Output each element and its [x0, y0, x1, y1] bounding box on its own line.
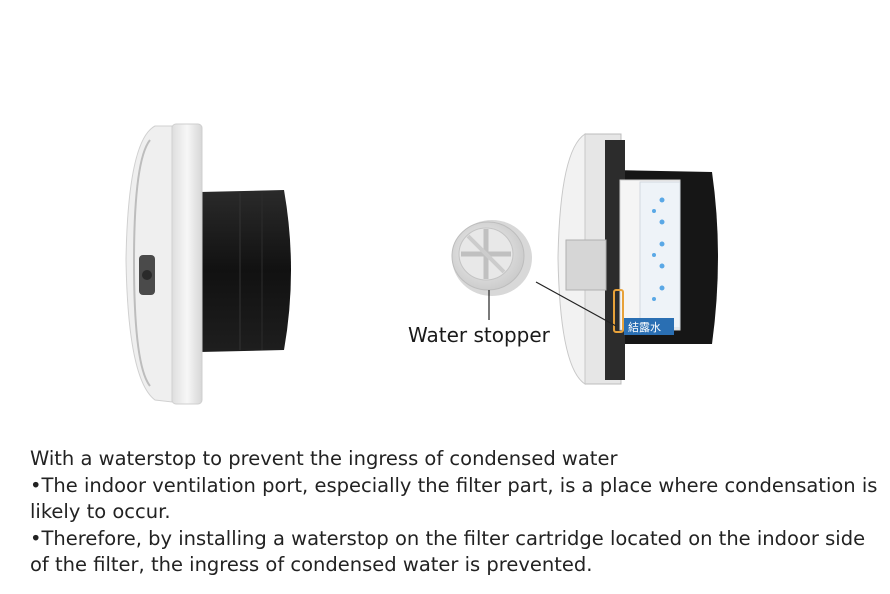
vent-port-cross-section: 結露水: [557, 133, 718, 385]
vent-port-side-view: [125, 123, 291, 405]
description-bullet-2: •Therefore, by installing a waterstop on…: [30, 526, 866, 577]
description-heading: With a waterstop to prevent the ingress …: [30, 447, 618, 470]
water-drops-icon: [652, 197, 665, 301]
water-stopper-label: Water stopper: [408, 323, 550, 347]
condensation-highlight: [613, 289, 624, 333]
water-stopper: [451, 220, 532, 296]
position-leader-line: [535, 281, 617, 327]
description-bullet-1: •The indoor ventilation port, especially…: [30, 473, 878, 524]
product-illustration: 結露水: [125, 123, 718, 405]
description-block: With a waterstop to prevent the ingress …: [30, 446, 880, 579]
condensation-tag-box: [624, 318, 674, 335]
condensation-tag: 結露水: [628, 320, 661, 334]
